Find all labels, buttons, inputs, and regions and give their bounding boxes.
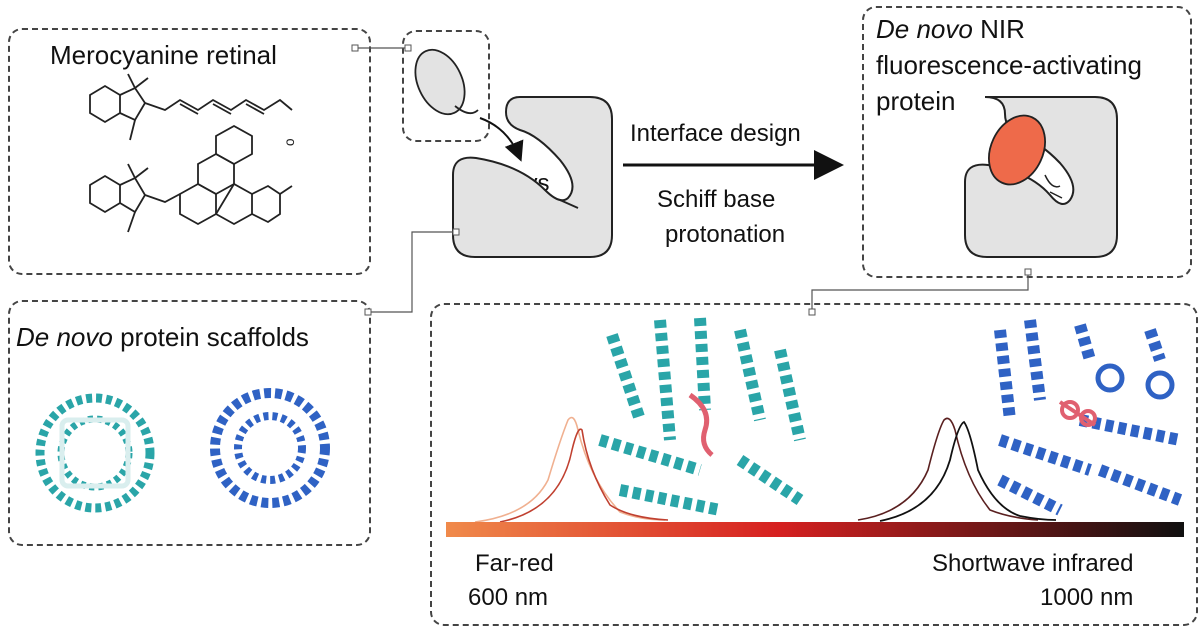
scaffold-connector bbox=[368, 231, 456, 313]
bound-chromophore-icon bbox=[988, 114, 1046, 186]
chromophore-inset bbox=[402, 30, 490, 142]
interface-design-label: Interface design bbox=[630, 120, 801, 147]
nir-title-line1: De novo NIR bbox=[876, 14, 1025, 45]
protonation-label: protonation bbox=[665, 221, 786, 248]
blue-protein-structure bbox=[994, 319, 1183, 516]
binding-arrow bbox=[479, 117, 524, 162]
teal-scaffold-structure bbox=[35, 393, 155, 513]
swir-spectrum-curve-light bbox=[857, 417, 1039, 521]
scaffolds-title: De novo protein scaffolds bbox=[16, 322, 309, 353]
far-red-spectrum-curve-dark bbox=[499, 428, 669, 523]
nir-title-italic: De novo bbox=[876, 14, 973, 44]
scaffolds-title-rest: protein scaffolds bbox=[120, 322, 309, 352]
scaffolds-title-italic: De novo bbox=[16, 322, 113, 352]
merocyanine-title: Merocyanine retinal bbox=[50, 40, 277, 70]
blue-scaffold-structure bbox=[210, 388, 330, 508]
far-red-spectrum-curve-light bbox=[474, 416, 666, 523]
teal-chromophore bbox=[688, 392, 714, 457]
spectrum-panel bbox=[430, 303, 1198, 626]
nir-title-line3: protein bbox=[876, 86, 956, 116]
nir-protein-shape bbox=[964, 96, 1118, 258]
schiff-base-label: Schiff base bbox=[657, 186, 776, 213]
swir-value: 1000 nm bbox=[1040, 584, 1134, 611]
far-red-label: Far-red bbox=[475, 550, 554, 577]
scaffolds-panel bbox=[8, 300, 371, 546]
nir-title-nir: NIR bbox=[980, 14, 1025, 44]
nir-title-line2: fluorescence-activating bbox=[876, 50, 1142, 80]
swir-spectrum-curve-dark bbox=[879, 420, 1057, 522]
wavelength-gradient-bar bbox=[446, 522, 1184, 537]
blue-chromophore bbox=[1058, 400, 1097, 427]
svg-text:ᴑ: ᴑ bbox=[286, 133, 295, 149]
far-red-value: 600 nm bbox=[468, 584, 549, 611]
swir-label: Shortwave infrared bbox=[932, 550, 1134, 577]
merocyanine-panel bbox=[8, 28, 371, 275]
protein-pocket-shape bbox=[452, 96, 613, 258]
merocyanine-structure-1: ᴑ bbox=[89, 73, 295, 149]
spectrum-connector bbox=[811, 272, 1029, 312]
chromophore-oval-icon bbox=[414, 48, 479, 116]
teal-protein-structure bbox=[598, 317, 806, 516]
merocyanine-structure-2 bbox=[89, 124, 293, 233]
nir-protein-panel bbox=[862, 6, 1192, 278]
